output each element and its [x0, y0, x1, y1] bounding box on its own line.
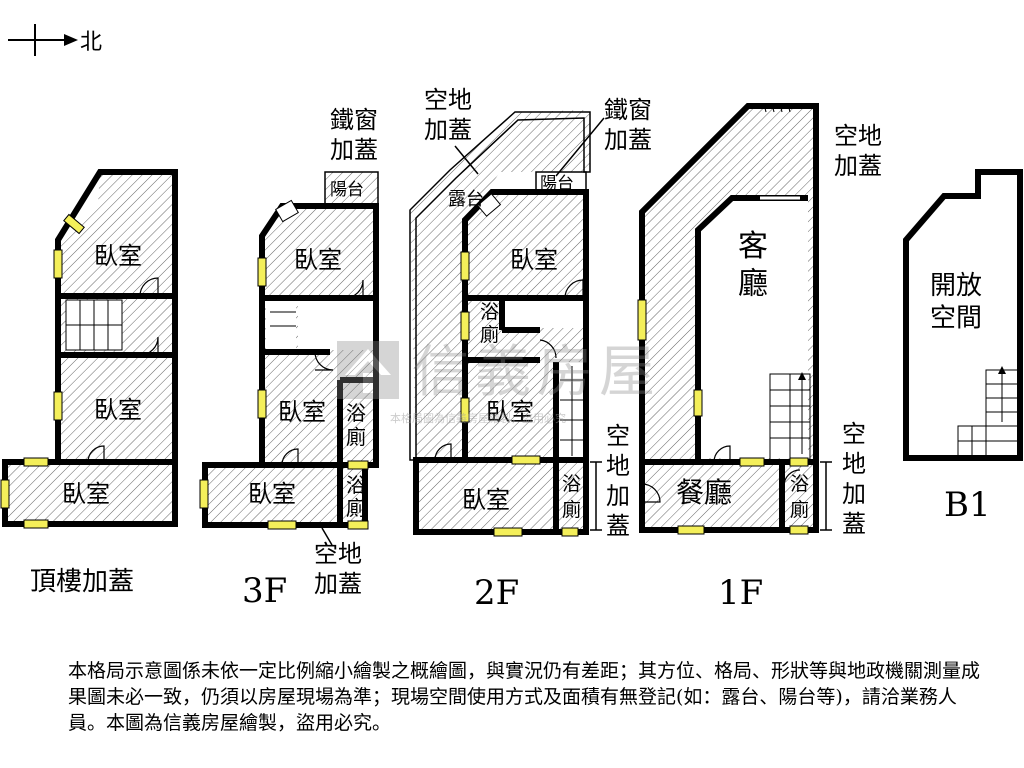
- f2-bath-top: 浴: [480, 301, 499, 323]
- svg-text:本格局圖為信義房屋繪製，盜用必究: 本格局圖為信義房屋繪製，盜用必究: [390, 411, 566, 425]
- watermark-brand: 信義房屋: [413, 340, 661, 405]
- basement-floor-plan: 開放空間 B1: [903, 169, 1023, 525]
- f2-note-space-top: 空地加蓋: [424, 86, 472, 144]
- f3-bath2-top: 浴: [346, 473, 366, 497]
- roof-room-3: 臥室: [62, 480, 110, 508]
- f2-bath2-top: 浴: [562, 473, 581, 495]
- f3-balcony: 陽台: [330, 180, 364, 200]
- f3-room-2: 臥室: [278, 398, 326, 426]
- f2-room-2: 臥室: [486, 398, 534, 426]
- roof-room-2: 臥室: [94, 396, 142, 424]
- f1-bath-bottom: 廁: [790, 498, 809, 521]
- f1-bath-top: 浴: [790, 473, 809, 495]
- f3-room-1: 臥室: [294, 246, 342, 274]
- f1-floor-label: 1F: [718, 573, 763, 613]
- first-floor-plan: 客廳 餐廳 浴 廁 空地加蓋 空地加蓋 1F: [637, 103, 882, 613]
- second-floor-plan: 臥室 臥室 臥室 浴 廁 浴 廁 陽台 露台 空地加蓋 鐵窗加蓋 空地加蓋 2F: [409, 86, 652, 613]
- f3-room-3: 臥室: [248, 480, 296, 508]
- north-label: 北: [80, 30, 102, 55]
- roof-room-1: 臥室: [94, 242, 142, 270]
- roof-floor-label: 頂樓加蓋: [30, 567, 134, 597]
- f1-note-space-side: 空地加蓋: [842, 420, 866, 538]
- f2-bath2-bottom: 廁: [562, 498, 581, 521]
- f2-note-window: 鐵窗加蓋: [604, 96, 652, 154]
- f1-dining: 餐廳: [676, 476, 732, 509]
- f2-room-1: 臥室: [510, 246, 558, 274]
- f2-bath-bottom: 廁: [480, 323, 499, 346]
- third-floor-plan: 臥室 臥室 臥室 浴 廁 浴 廁 陽台 鐵窗加蓋 空地加蓋 3F: [199, 106, 379, 611]
- f2-terrace: 露台: [448, 189, 484, 210]
- f3-note-window: 鐵窗加蓋: [330, 106, 378, 164]
- b1-floor-label: B1: [944, 485, 991, 525]
- f3-bath-bottom: 廁: [346, 425, 366, 449]
- watermark-small: 本格局圖為信義房屋繪製，盜用必究: [390, 411, 566, 425]
- f1-living: 客廳: [738, 229, 768, 302]
- roof-floor-plan: 臥室 臥室 臥室 頂樓加蓋: [0, 169, 178, 597]
- f2-note-space-side: 空地加蓋: [606, 422, 630, 540]
- f2-balcony: 陽台: [540, 174, 574, 194]
- disclaimer-text: 本格局示意圖係未依一定比例縮小繪製之概繪圖，與實況仍有差距；其方位、格局、形狀等…: [68, 660, 981, 734]
- brand-watermark: 信義房屋: [337, 340, 661, 405]
- f3-note-space: 空地加蓋: [314, 540, 362, 598]
- b1-room: 開放空間: [930, 271, 982, 334]
- f1-note-space-top: 空地加蓋: [834, 122, 882, 180]
- f2-room-3: 臥室: [462, 486, 510, 514]
- f3-bath2-bottom: 廁: [346, 496, 366, 520]
- f3-floor-label: 3F: [242, 571, 287, 611]
- f3-bath-top: 浴: [346, 401, 366, 425]
- brand-logo-icon: [337, 341, 399, 399]
- f2-floor-label: 2F: [474, 573, 519, 613]
- north-arrow-icon: 北: [8, 24, 102, 56]
